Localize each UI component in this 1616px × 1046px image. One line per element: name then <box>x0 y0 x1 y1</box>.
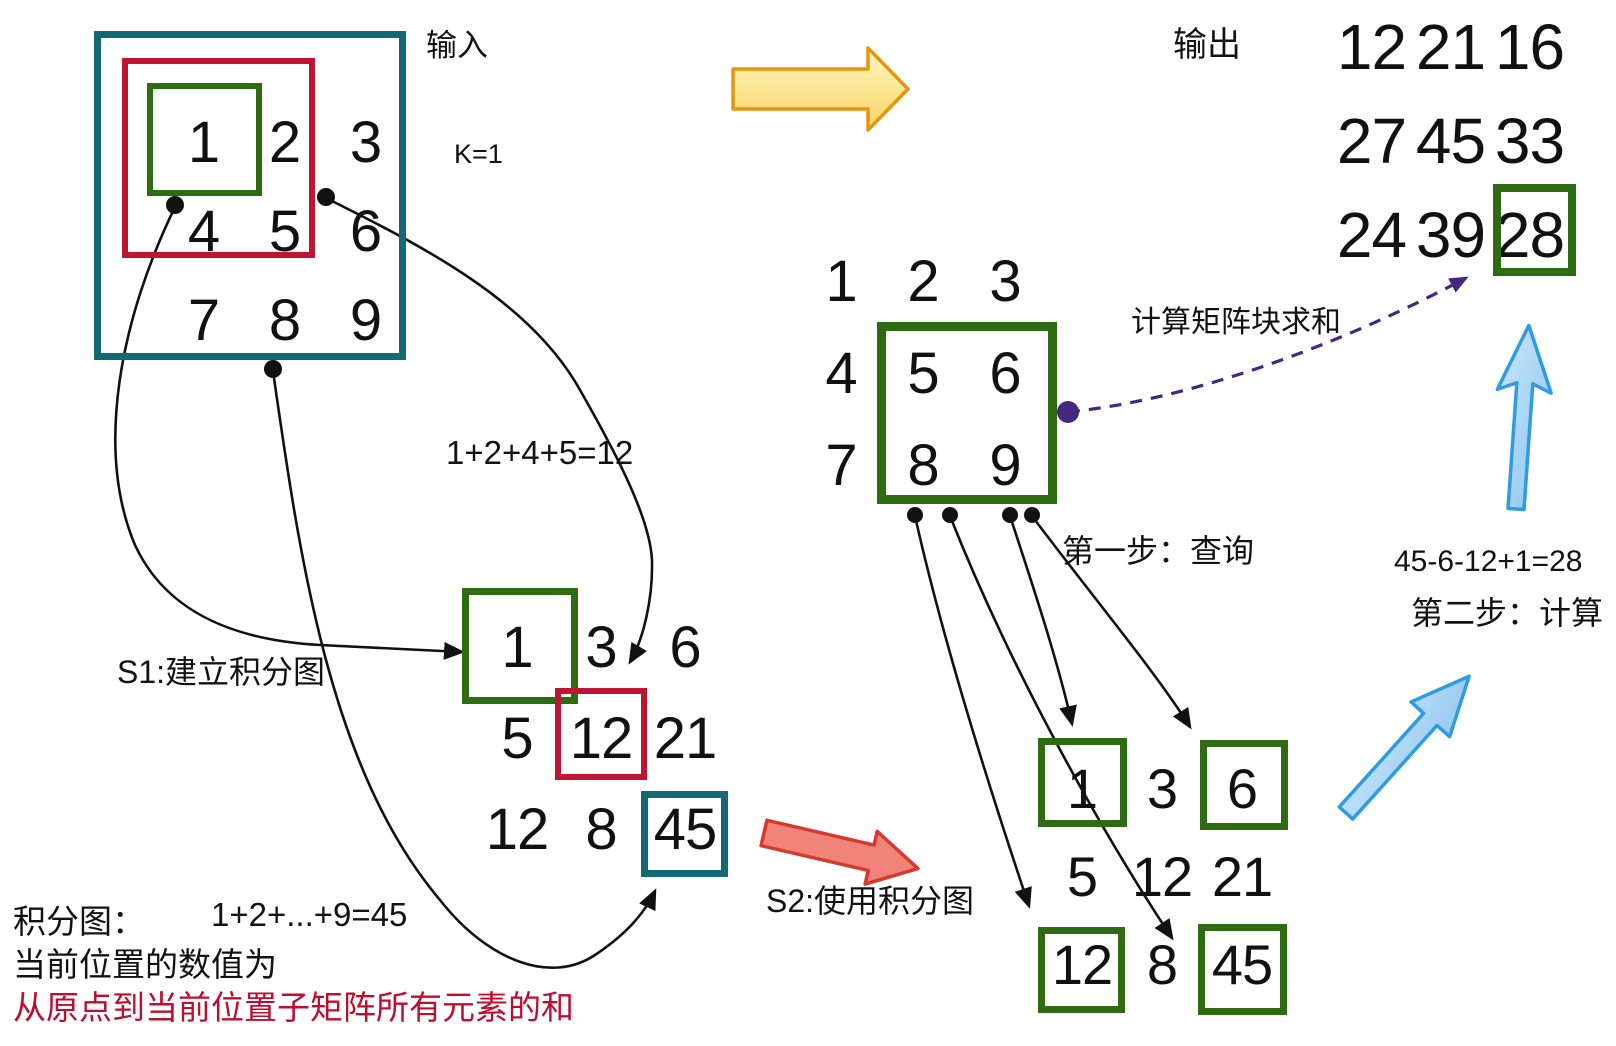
red-arrow-icon <box>759 818 920 886</box>
matrix-cell: 8 <box>1146 932 1178 996</box>
eq-sum12-label: 1+2+4+5=12 <box>446 434 634 471</box>
matrix-cell: 7 <box>825 432 857 498</box>
matrix-cell: 12 <box>485 797 550 862</box>
integral-right-1-box <box>1038 738 1127 827</box>
integral-left-12-box <box>555 688 647 780</box>
matrix-cell: 8 <box>585 797 617 862</box>
matrix-cell: 1 <box>501 615 533 680</box>
matrix-cell: 1 <box>825 248 857 314</box>
s2-label: S2:使用积分图 <box>766 883 975 919</box>
calc-label: 计算矩阵块求和 <box>1131 306 1341 339</box>
matrix-cell: 7 <box>187 288 220 353</box>
matrix-cell: 1 <box>187 110 220 175</box>
blue-diagonal-arrow-icon <box>1337 674 1471 821</box>
matrix-cell: 6 <box>349 199 382 264</box>
note-line2: 当前位置的数值为 <box>13 946 277 983</box>
output-label: 输出 <box>1173 26 1241 64</box>
integral-left-1-box <box>462 588 578 704</box>
matrix-cell: 6 <box>1226 756 1258 820</box>
matrix-cell: 12 <box>1051 932 1113 996</box>
query-block-box <box>877 322 1057 504</box>
matrix-cell: 45 <box>1211 932 1273 996</box>
matrix-cell: 24 <box>1336 199 1407 271</box>
note-line3: 从原点到当前位置子矩阵所有元素的和 <box>13 989 574 1026</box>
matrix-cell: 5 <box>907 340 939 406</box>
k-label: K=1 <box>454 139 503 169</box>
matrix-cell: 45 <box>1415 105 1486 177</box>
matrix-cell: 16 <box>1494 11 1565 83</box>
integral-left-45-box <box>641 791 728 877</box>
purple-dashed-arrow <box>1067 276 1469 414</box>
matrix-cell: 12 <box>1336 11 1407 83</box>
matrix-cell: 5 <box>1066 844 1098 908</box>
input-label: 输入 <box>426 28 488 63</box>
input-k1-window-box <box>122 58 315 258</box>
matrix-cell: 12 <box>1131 844 1193 908</box>
dot-query-purple <box>1057 401 1079 423</box>
matrix-cell: 21 <box>653 706 718 771</box>
matrix-cell: 3 <box>349 110 382 175</box>
matrix-cell: 1 <box>1066 756 1098 820</box>
yellow-arrow-icon <box>731 46 910 132</box>
matrix-cell: 9 <box>349 288 382 353</box>
matrix-cell: 8 <box>907 432 939 498</box>
matrix-cell: 8 <box>268 288 301 353</box>
s1-label: S1:建立积分图 <box>117 654 326 690</box>
matrix-cell: 3 <box>989 248 1021 314</box>
matrix-cell: 9 <box>989 432 1021 498</box>
matrix-cell: 3 <box>585 615 617 680</box>
matrix-cell: 5 <box>501 706 533 771</box>
matrix-cell: 27 <box>1336 105 1407 177</box>
step1-label: 第一步：查询 <box>1062 533 1255 569</box>
output-28-box <box>1493 184 1576 276</box>
matrix-cell: 3 <box>1146 756 1178 820</box>
integral-right-6-box <box>1200 740 1288 830</box>
matrix-cell: 39 <box>1415 199 1486 271</box>
matrix-cell: 28 <box>1494 199 1565 271</box>
curve-query-to-12 <box>913 515 1032 909</box>
integral-right-12-box <box>1038 927 1125 1013</box>
blue-up-arrow-icon <box>1495 323 1553 512</box>
eq-result-label: 45-6-12+1=28 <box>1394 545 1583 578</box>
step2-label: 第二步：计算 <box>1411 595 1604 631</box>
input-outer-box <box>94 31 406 360</box>
eq-sum45-label: 1+2+...+9=45 <box>211 896 408 933</box>
matrix-cell: 45 <box>653 797 718 862</box>
integral-right-45-box <box>1198 924 1287 1015</box>
matrix-cell: 2 <box>907 248 939 314</box>
matrix-cell: 6 <box>989 340 1021 406</box>
input-origin-cell-box <box>147 83 262 196</box>
note-line1: 积分图： <box>13 903 145 940</box>
matrix-cell: 21 <box>1415 11 1486 83</box>
matrix-cell: 21 <box>1211 844 1273 908</box>
matrix-cell: 33 <box>1494 105 1565 177</box>
matrix-cell: 4 <box>825 340 857 406</box>
matrix-cell: 2 <box>268 110 301 175</box>
matrix-cell: 6 <box>669 615 701 680</box>
matrix-cell: 12 <box>569 706 634 771</box>
